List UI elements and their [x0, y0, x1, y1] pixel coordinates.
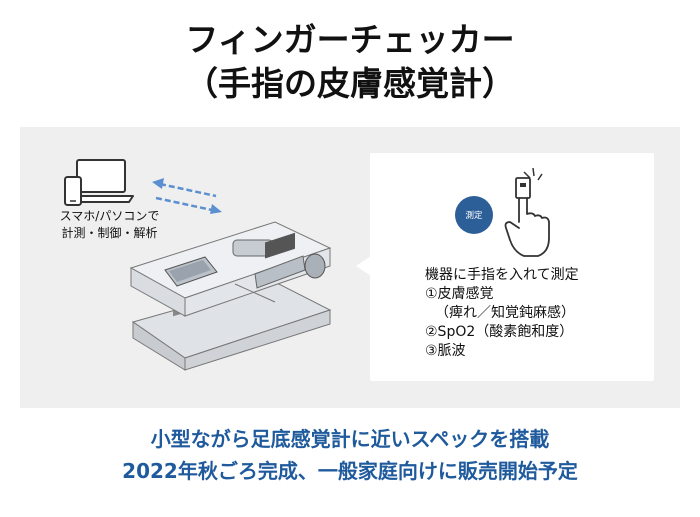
- info-text: 機器に手指を入れて測定 ①皮膚感覚 （痺れ／知覚鈍麻感） ②SpO2（酸素飽和度…: [425, 266, 579, 361]
- info-heading: 機器に手指を入れて測定: [425, 267, 579, 283]
- bottom-line2: 2022年秋ごろ完成、一般家庭向けに販売開始予定: [122, 459, 578, 483]
- info-item3: ③脈波: [425, 343, 466, 359]
- info-item1-sub: （痺れ／知覚鈍麻感）: [435, 305, 575, 321]
- smartphone-icon: [64, 176, 82, 206]
- device-caption-line2: 計測・制御・解析: [61, 226, 158, 240]
- transfer-arrows-icon: [152, 178, 222, 214]
- laptop-icon: [68, 159, 134, 203]
- device-caption-line1: スマホ/パソコンで: [59, 209, 160, 223]
- title-line2: （手指の皮膚感覚計）: [185, 64, 515, 103]
- device-caption: スマホ/パソコンで 計測・制御・解析: [32, 208, 187, 242]
- bubble-tail: [356, 256, 371, 276]
- info-item2: ②SpO2（酸素飽和度）: [425, 324, 574, 340]
- info-item1: ①皮膚感覚: [425, 286, 494, 302]
- bottom-line1: 小型ながら足底感覚計に近いスペックを搭載: [150, 427, 550, 451]
- info-bubble: [370, 153, 654, 381]
- title-line1: フィンガーチェッカー: [185, 20, 515, 59]
- device-illustration: [129, 221, 332, 371]
- finger-touch-icon: [504, 167, 550, 257]
- measure-badge: 測定: [455, 196, 493, 234]
